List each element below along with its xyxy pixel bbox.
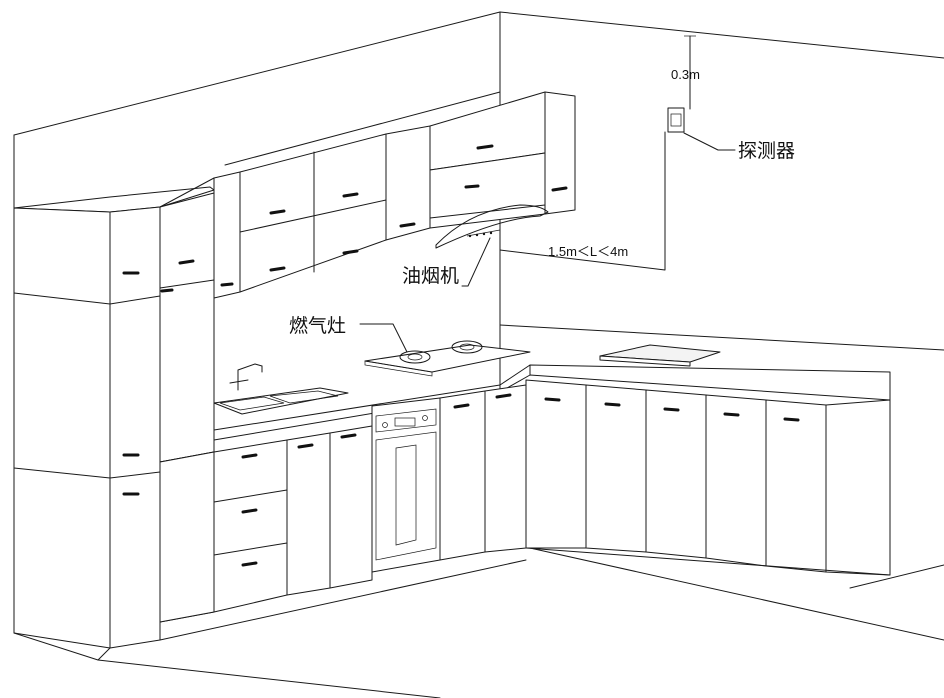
upper-cabinets [159, 91, 576, 299]
range-hood [429, 152, 549, 249]
ceiling-offset-label: 0.3m [671, 67, 700, 82]
gas-stove [364, 340, 531, 377]
detector-label: 探测器 [738, 140, 795, 162]
sink [213, 363, 349, 415]
dimension-lines [359, 35, 736, 353]
gas-stove-label: 燃气灶 [289, 315, 346, 337]
gas-detector [667, 107, 685, 133]
range-hood-label: 油烟机 [402, 265, 459, 287]
cutting-board [599, 344, 721, 367]
base-cabinets-right [525, 379, 891, 576]
distance-range-label: 1.5m＜L＜4m [548, 244, 628, 259]
base-cabinets-front [159, 384, 527, 641]
room-walls [13, 11, 944, 698]
